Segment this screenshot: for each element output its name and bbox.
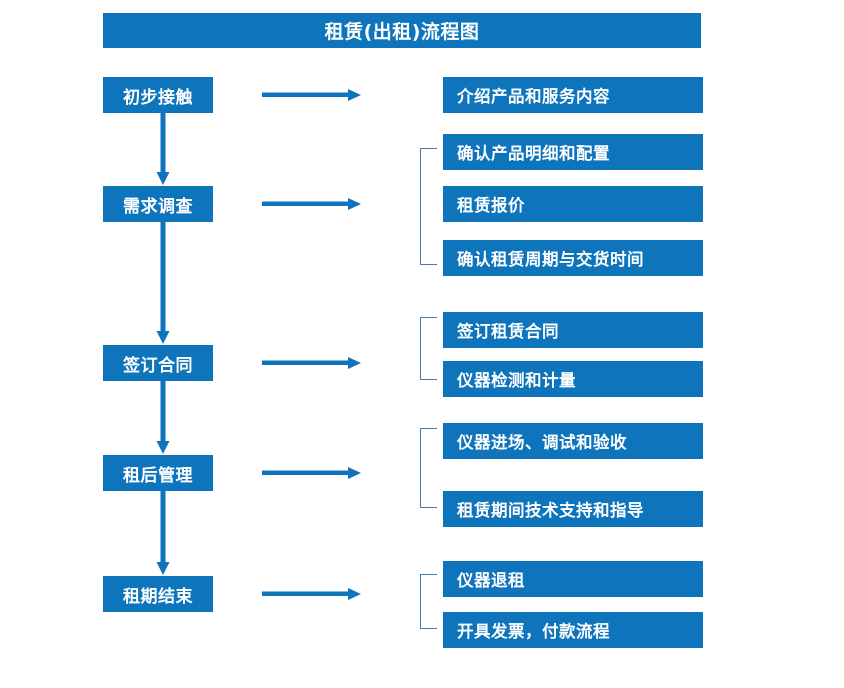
stage-box-needs-survey[interactable]: 需求调查 — [103, 186, 213, 222]
down-arrow-icon-3 — [156, 381, 170, 454]
right-arrow-icon-2 — [262, 198, 361, 210]
right-arrow-icon-3 — [262, 357, 361, 369]
detail-box-instrument-testing[interactable]: 仪器检测和计量 — [443, 361, 703, 397]
detail-box-confirm-lease-period[interactable]: 确认租赁周期与交货时间 — [443, 240, 703, 276]
stage-box-sign-contract[interactable]: 签订合同 — [103, 345, 213, 381]
stage-box-initial-contact[interactable]: 初步接触 — [103, 77, 213, 113]
right-arrow-icon-5 — [262, 588, 361, 600]
right-arrow-icon-4 — [262, 467, 361, 479]
bracket-icon-needs-survey — [420, 148, 437, 265]
down-arrow-icon-1 — [156, 113, 170, 185]
bracket-icon-post-rental — [420, 428, 437, 508]
down-arrow-icon-4 — [156, 491, 170, 575]
detail-box-instrument-entry-commissioning[interactable]: 仪器进场、调试和验收 — [443, 423, 703, 459]
detail-box-technical-support[interactable]: 租赁期间技术支持和指导 — [443, 491, 703, 527]
bracket-icon-lease-end — [420, 574, 437, 629]
detail-box-confirm-product-details[interactable]: 确认产品明细和配置 — [443, 134, 703, 170]
detail-box-introduce-products[interactable]: 介绍产品和服务内容 — [443, 77, 703, 113]
stage-box-lease-end[interactable]: 租期结束 — [103, 576, 213, 612]
detail-box-instrument-return[interactable]: 仪器退租 — [443, 561, 703, 597]
bracket-icon-sign-contract — [420, 317, 437, 380]
down-arrow-icon-2 — [156, 222, 170, 344]
chart-title-bar: 租赁(出租)流程图 — [103, 13, 701, 48]
detail-box-rental-quotation[interactable]: 租赁报价 — [443, 186, 703, 222]
detail-box-sign-lease-contract[interactable]: 签订租赁合同 — [443, 312, 703, 348]
stage-box-post-rental-management[interactable]: 租后管理 — [103, 455, 213, 491]
detail-box-invoice-payment[interactable]: 开具发票，付款流程 — [443, 612, 703, 648]
right-arrow-icon-1 — [262, 89, 361, 101]
